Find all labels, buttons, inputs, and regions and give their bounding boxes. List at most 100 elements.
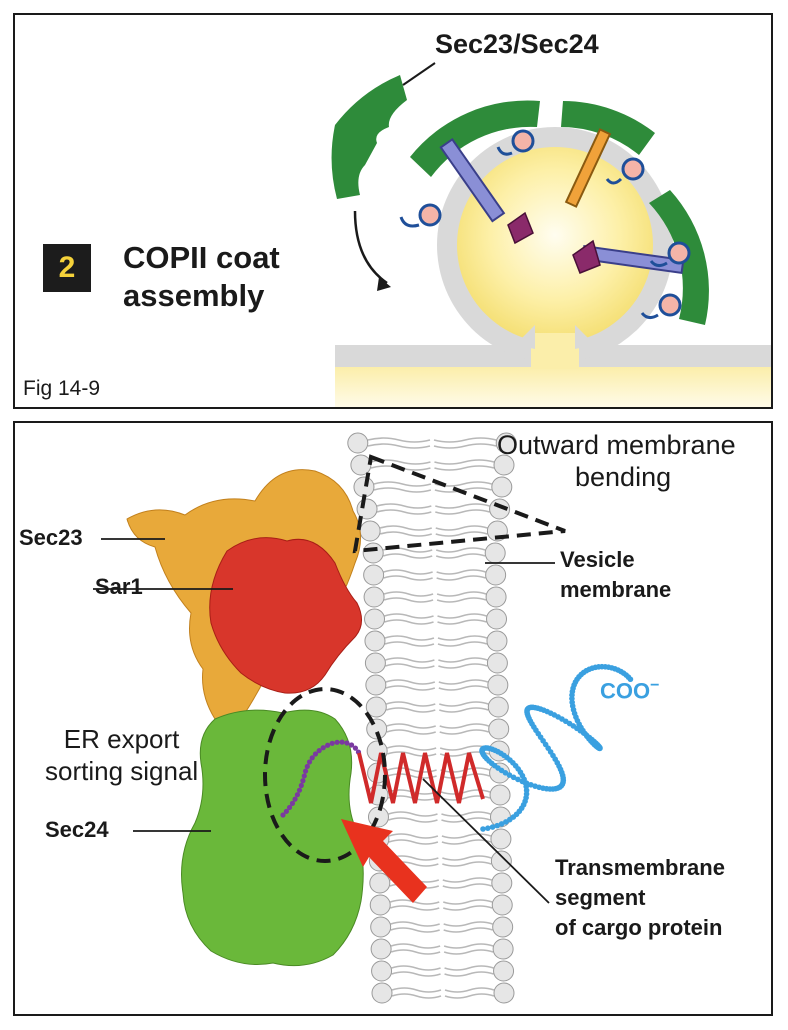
coo-charge: − bbox=[650, 677, 660, 694]
lipid-head bbox=[486, 608, 508, 630]
lipid-head bbox=[365, 696, 387, 718]
lipid-tail bbox=[386, 751, 437, 757]
lipid-tail bbox=[367, 437, 431, 443]
lipid-tail bbox=[379, 525, 432, 531]
lipid-tail bbox=[436, 575, 486, 581]
step-title: COPII coat assembly bbox=[123, 239, 280, 315]
lipid-tail bbox=[436, 569, 486, 575]
signal-residue bbox=[339, 739, 345, 745]
lipid-tail bbox=[443, 949, 494, 955]
lipid-tail bbox=[391, 971, 441, 977]
lipid-head bbox=[371, 960, 393, 982]
lipid-tail bbox=[379, 531, 432, 537]
assembly-arrow bbox=[353, 210, 388, 285]
signal-residue bbox=[348, 742, 355, 748]
vesicle-lumen bbox=[457, 147, 653, 343]
lipid-tail bbox=[435, 553, 486, 559]
lipid-tail bbox=[444, 965, 494, 971]
lipid-tail bbox=[383, 575, 433, 581]
signal-residue bbox=[312, 751, 319, 757]
lipid-head bbox=[484, 542, 506, 564]
lipid-tail bbox=[385, 685, 436, 691]
lipid-head bbox=[491, 872, 513, 894]
tail-residue bbox=[519, 778, 526, 785]
lipid-head bbox=[370, 916, 392, 938]
step-number-badge: 2 bbox=[43, 244, 91, 292]
lipid-head bbox=[493, 454, 515, 476]
lipid-head bbox=[369, 894, 391, 916]
tail-residue bbox=[498, 821, 505, 827]
lipid-head bbox=[486, 630, 508, 652]
step-title-line2: assembly bbox=[123, 278, 265, 313]
signal-residue bbox=[334, 739, 340, 745]
tail-residue bbox=[627, 676, 634, 683]
lipid-head bbox=[491, 476, 513, 498]
sec23-label: Sec23 bbox=[19, 525, 83, 550]
lipid-tail bbox=[437, 613, 487, 619]
lipid-head bbox=[492, 916, 514, 938]
lipid-tail bbox=[385, 679, 436, 685]
signal-residue bbox=[309, 755, 315, 761]
lipid-head bbox=[364, 630, 386, 652]
lipid-tail bbox=[382, 553, 433, 559]
lipid-head bbox=[365, 674, 387, 696]
lipid-tail bbox=[441, 811, 491, 817]
sar1-protein bbox=[209, 537, 362, 694]
tail-residue bbox=[485, 825, 491, 831]
lipid-tail bbox=[388, 817, 438, 823]
signal-residue bbox=[304, 763, 310, 770]
lipid-tail bbox=[437, 619, 487, 625]
er-lumen bbox=[335, 367, 771, 407]
lipid-tail bbox=[383, 569, 433, 575]
coat-label-leader bbox=[402, 62, 436, 86]
signal-residue bbox=[352, 745, 359, 751]
lipid-tail bbox=[434, 487, 493, 493]
lipid-head bbox=[490, 828, 512, 850]
lipid-tail bbox=[444, 993, 495, 999]
lipid-tail bbox=[384, 619, 434, 625]
lipid-tail bbox=[388, 833, 439, 839]
lipid-head bbox=[353, 476, 375, 498]
lipid-head bbox=[493, 982, 515, 1004]
signal-residue bbox=[302, 768, 309, 774]
lipid-tails bbox=[367, 437, 497, 999]
lipid-tail bbox=[386, 701, 436, 707]
signal-residue bbox=[292, 796, 298, 802]
cargo-c-terminal-tail bbox=[479, 663, 634, 832]
lipid-tail bbox=[441, 839, 492, 845]
tail-residue bbox=[510, 774, 517, 781]
lipid-tail bbox=[385, 663, 435, 669]
lipid-tail bbox=[439, 707, 489, 713]
lipid-tail bbox=[391, 993, 442, 999]
lipid-tail bbox=[389, 899, 440, 905]
lipid-tail bbox=[437, 641, 488, 647]
lipid-tail bbox=[442, 877, 493, 883]
lipid-tail bbox=[385, 657, 435, 663]
lipid-tail bbox=[389, 905, 440, 911]
lipid-head bbox=[347, 432, 369, 454]
lipid-tail bbox=[386, 729, 436, 735]
sar1-label: Sar1 bbox=[95, 574, 143, 599]
lipid-tail bbox=[384, 635, 435, 641]
lipid-tail bbox=[390, 949, 441, 955]
sec24-protein bbox=[181, 709, 364, 967]
copii-assembly-illustration bbox=[331, 62, 771, 407]
tail-residue bbox=[494, 822, 501, 829]
cargo-molecules bbox=[507, 211, 601, 274]
membrane-bending-indicator bbox=[352, 454, 566, 554]
er-signal-line1: ER export bbox=[63, 724, 180, 754]
copii-structure-illustration bbox=[93, 432, 634, 1004]
er-export-signal-label: ER export sorting signal bbox=[45, 723, 198, 787]
lipid-tail bbox=[438, 679, 489, 685]
lipid-tail bbox=[439, 729, 489, 735]
tail-residue bbox=[480, 826, 486, 832]
lipid-tail bbox=[384, 641, 435, 647]
transmembrane-segment bbox=[357, 752, 485, 804]
lipid-tail bbox=[433, 437, 497, 443]
lipid-head bbox=[364, 652, 386, 674]
lipid-tail bbox=[443, 921, 493, 927]
lipid-tail bbox=[373, 487, 432, 493]
lipid-tail bbox=[388, 839, 439, 845]
tm-label-line2: segment bbox=[555, 885, 646, 910]
signal-residue bbox=[325, 742, 331, 748]
